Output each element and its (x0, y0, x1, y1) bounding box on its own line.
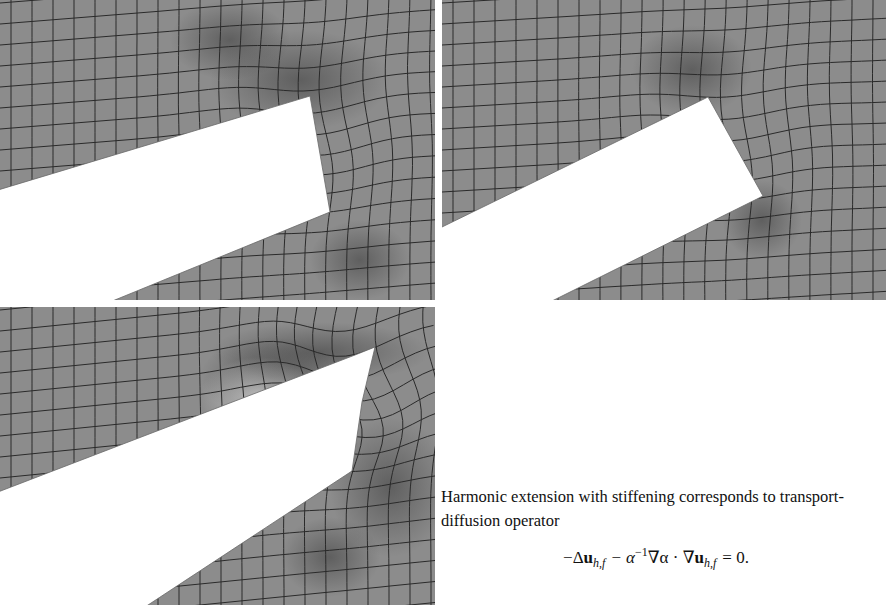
slot-cutout (0, 96, 330, 300)
equation: −Δuh,f−α−1∇α · ∇uh,f= 0. (441, 545, 871, 571)
equation-part: h,f (704, 556, 716, 570)
caption-text: Harmonic extension with stiffening corre… (441, 487, 844, 530)
equation-part: −1 (635, 545, 648, 559)
caption-note: Harmonic extension with stiffening corre… (441, 485, 861, 533)
mesh-lines (442, 0, 886, 300)
equation-part: h,f (593, 556, 605, 570)
equation-part: = 0. (722, 548, 749, 567)
mesh-panel (442, 0, 886, 300)
equation-part: ∇α · ∇ (648, 548, 695, 567)
equation-part: u (695, 548, 704, 567)
equation-part: −Δ (563, 548, 584, 567)
stress-shading (170, 0, 290, 80)
equation-part: u (584, 548, 593, 567)
slot-cutout (0, 347, 375, 605)
mesh-panel (0, 0, 435, 300)
equation-part: − (611, 548, 621, 567)
stress-shading (632, 25, 752, 115)
mesh-panel (0, 307, 435, 605)
equation-part: α (626, 548, 635, 567)
slot-cutout (442, 97, 763, 300)
mesh-lines (0, 0, 435, 300)
stress-shading (280, 517, 380, 597)
mesh-lines (0, 307, 435, 605)
